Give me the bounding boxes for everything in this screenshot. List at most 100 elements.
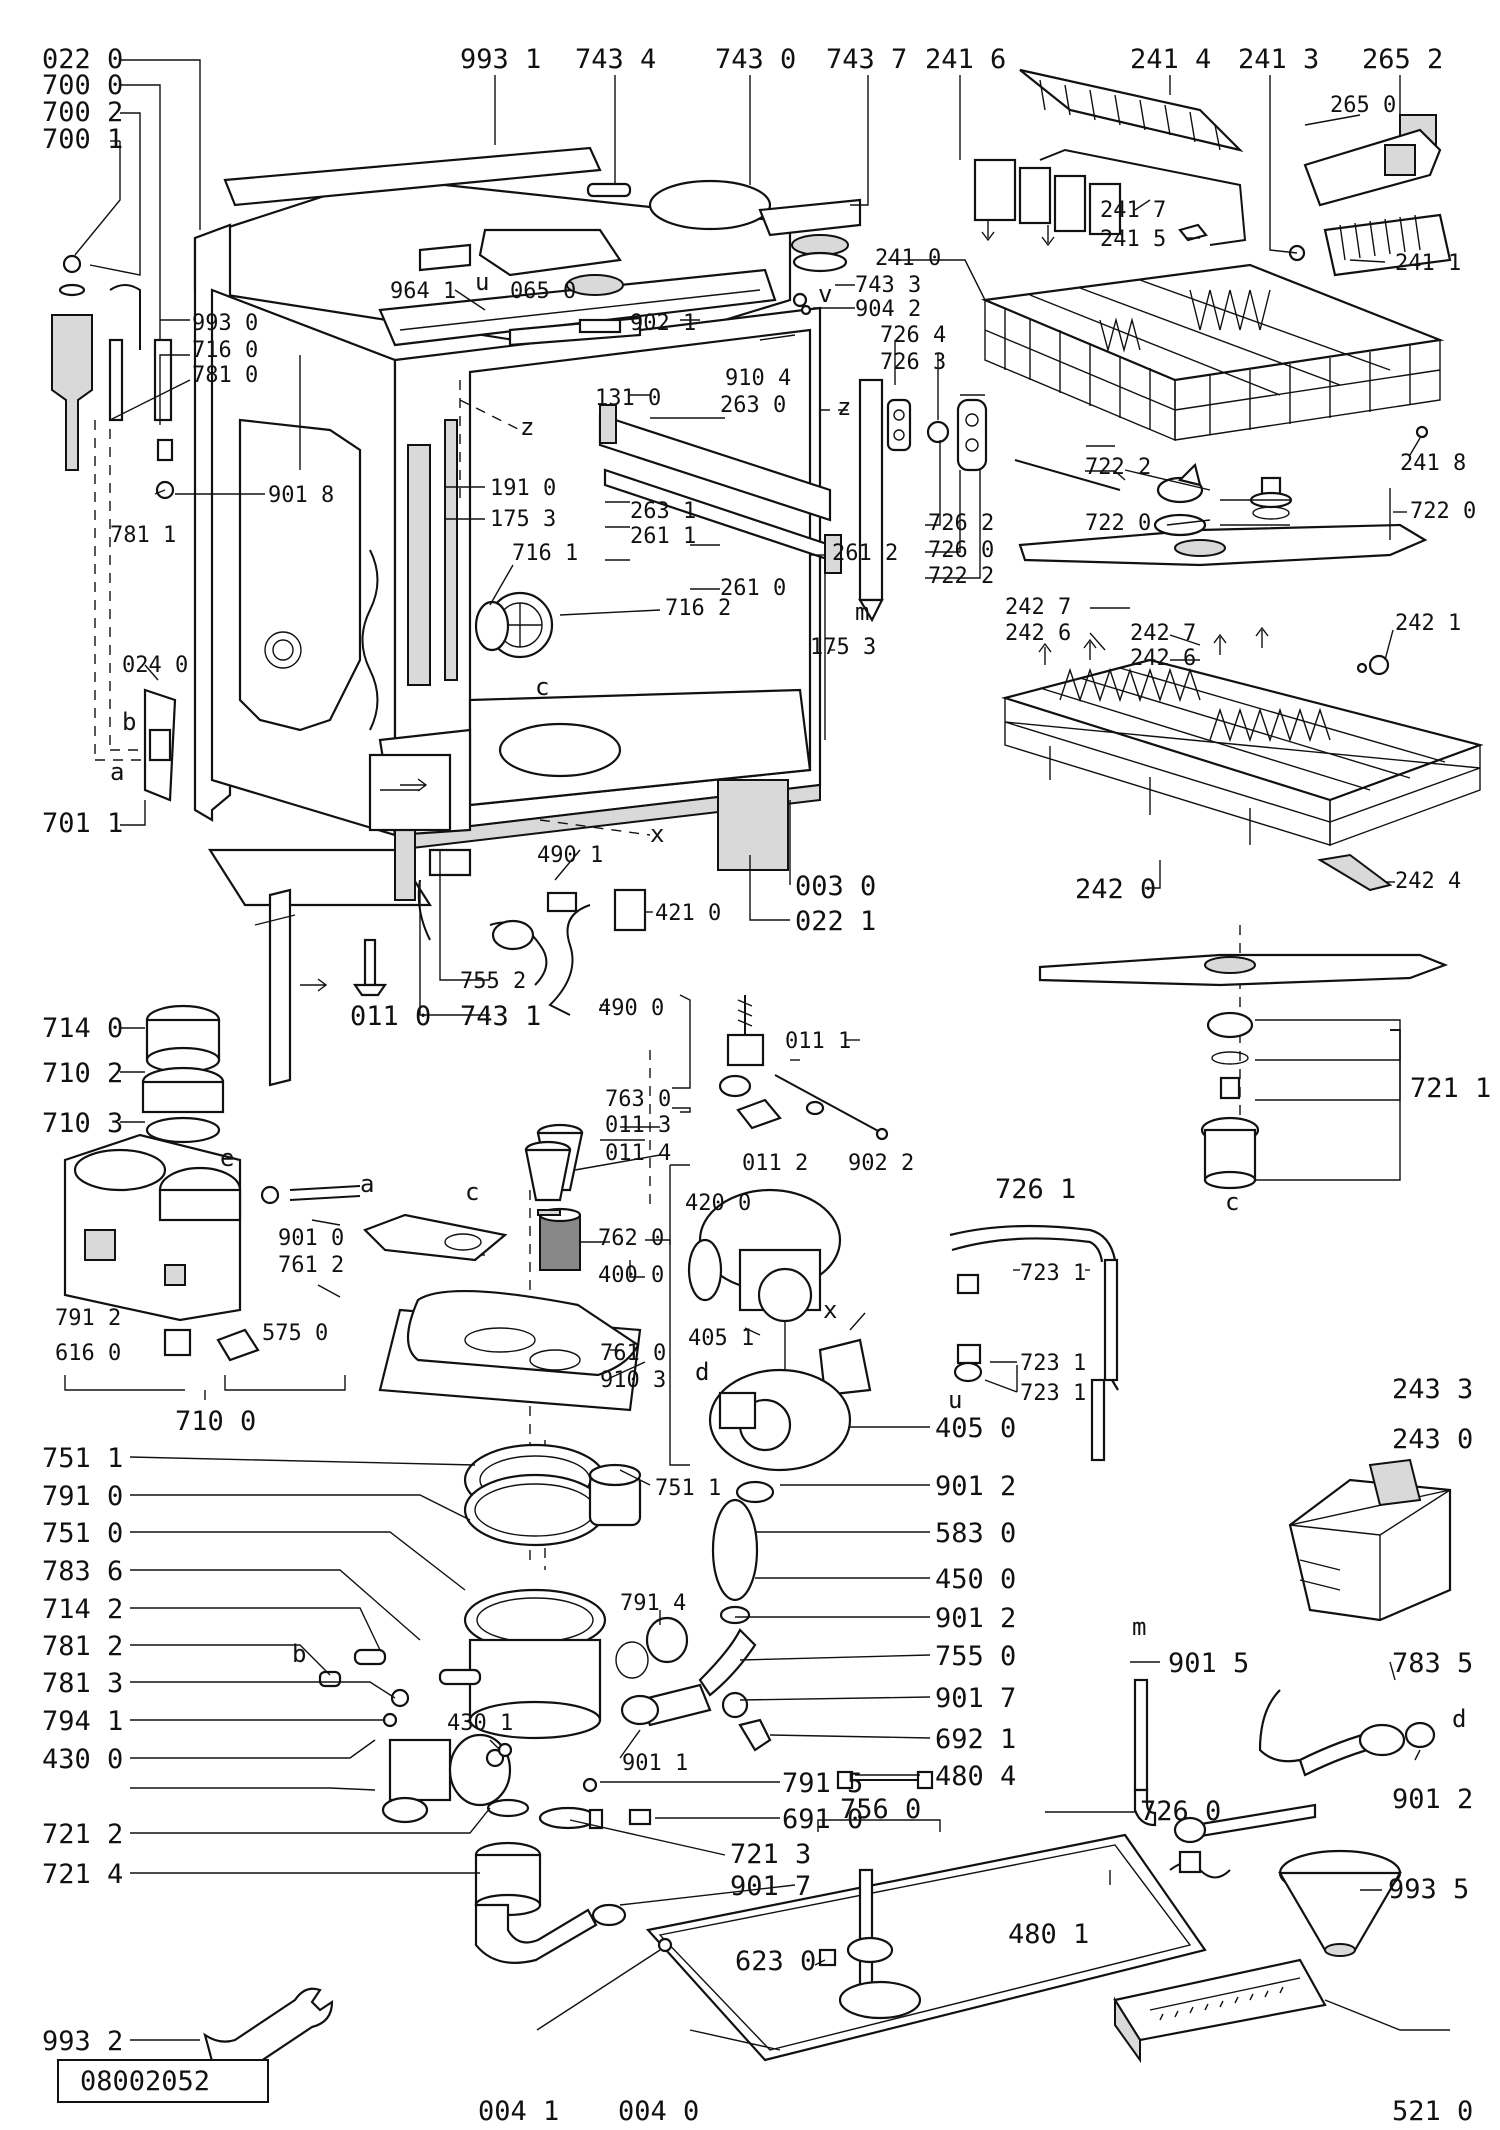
part-label-710-3: 710 3	[42, 1108, 123, 1139]
part-label-691-0: 691 0	[782, 1804, 863, 1835]
part-label-710-0: 710 0	[175, 1406, 256, 1437]
part-label-716-1: 716 1	[512, 541, 578, 566]
water-softener	[63, 1004, 361, 1362]
part-label-700-1: 700 1	[42, 124, 123, 155]
letter-m-2: m	[1132, 1613, 1146, 1641]
letter-b-2: b	[292, 1640, 306, 1668]
part-label-743-3: 743 3	[855, 273, 921, 298]
part-label-901-8: 901 8	[268, 483, 334, 508]
top-parts	[51, 146, 862, 500]
part-label-242-6b: 242 6	[1130, 646, 1196, 671]
part-label-175-3b: 175 3	[810, 635, 876, 660]
part-label-263-1: 263 1	[630, 499, 696, 524]
funnel	[1278, 1849, 1402, 1957]
part-label-241-6: 241 6	[925, 44, 1006, 75]
part-label-011-3: 011 3	[605, 1113, 671, 1138]
arrow-marks	[300, 220, 1269, 992]
part-label-993-2: 993 2	[42, 2026, 123, 2057]
door-hinge-parts	[824, 378, 988, 740]
part-label-265-0: 265 0	[1330, 93, 1396, 118]
part-label-243-3: 243 3	[1392, 1374, 1473, 1405]
part-label-781-0: 781 0	[192, 363, 258, 388]
part-label-700-0: 700 0	[42, 70, 123, 101]
part-label-716-0: 716 0	[192, 338, 258, 363]
part-label-910-3: 910 3	[600, 1368, 666, 1393]
part-label-791-2: 791 2	[55, 1306, 121, 1331]
part-label-722-2a: 722 2	[928, 564, 994, 589]
letter-u-2: u	[948, 1386, 962, 1414]
part-label-751-1b: 751 1	[655, 1476, 721, 1501]
part-label-756-0: 756 0	[840, 1794, 921, 1825]
part-label-723-1a: 723 1	[1020, 1261, 1086, 1286]
part-label-243-0: 243 0	[1392, 1424, 1473, 1455]
filter-parts	[407, 1140, 640, 1377]
part-label-616-0: 616 0	[55, 1341, 121, 1366]
part-label-743-7: 743 7	[826, 44, 907, 75]
letter-v-1: v	[818, 280, 832, 308]
base-plate	[645, 1833, 1327, 2064]
connection-letters: z z u v m b a x c c e a c x d u b m d	[110, 268, 1466, 1733]
part-label-714-0: 714 0	[42, 1013, 123, 1044]
part-label-901-7a: 901 7	[935, 1683, 1016, 1714]
part-label-901-1: 901 1	[622, 1751, 688, 1776]
part-label-131-0: 131 0	[595, 386, 661, 411]
part-label-241-0: 241 0	[875, 246, 941, 271]
part-label-791-5: 791 5	[782, 1768, 863, 1799]
part-label-405-1: 405 1	[688, 1326, 754, 1351]
part-label-901-2c: 901 2	[1392, 1784, 1473, 1815]
part-label-743-0: 743 0	[715, 44, 796, 75]
part-label-721-3: 721 3	[730, 1839, 811, 1870]
part-label-721-2: 721 2	[42, 1819, 123, 1850]
part-label-430-1: 430 1	[447, 1711, 513, 1736]
part-labels: 022 0 700 0 700 2 700 1 993 1 743 4 743 …	[42, 44, 1491, 2127]
sump-assembly	[318, 1123, 934, 1964]
part-label-490-0: 490 0	[598, 996, 664, 1021]
part-label-723-1c: 723 1	[1020, 1381, 1086, 1406]
part-label-692-1: 692 1	[935, 1724, 1016, 1755]
part-label-763-0: 763 0	[605, 1087, 671, 1112]
part-label-726-3: 726 3	[880, 350, 946, 375]
part-label-716-2: 716 2	[665, 596, 731, 621]
letter-x-2: x	[823, 1296, 837, 1324]
part-label-902-2: 902 2	[848, 1151, 914, 1176]
part-label-263-0: 263 0	[720, 393, 786, 418]
part-label-242-7a: 242 7	[1005, 595, 1071, 620]
part-label-701-1: 701 1	[42, 808, 123, 839]
part-label-743-1: 743 1	[460, 1001, 541, 1032]
part-label-261-1: 261 1	[630, 524, 696, 549]
part-label-022-1: 022 1	[795, 906, 876, 937]
letter-a-1: a	[110, 758, 124, 786]
letter-b-1: b	[122, 708, 136, 736]
part-label-910-4: 910 4	[725, 366, 791, 391]
part-label-762-0: 762 0	[598, 1226, 664, 1251]
part-label-723-1b: 723 1	[1020, 1351, 1086, 1376]
part-label-480-4: 480 4	[935, 1761, 1016, 1792]
part-label-993-0: 993 0	[192, 311, 258, 336]
letter-e-1: e	[220, 1144, 234, 1172]
letter-d-1: d	[695, 1358, 709, 1386]
part-label-241-8: 241 8	[1400, 451, 1466, 476]
part-label-700-2: 700 2	[42, 97, 123, 128]
part-label-721-1: 721 1	[1410, 1073, 1491, 1104]
letter-m-1: m	[855, 598, 869, 626]
part-label-261-0: 261 0	[720, 576, 786, 601]
part-label-781-1: 781 1	[110, 523, 176, 548]
letter-x-1: x	[650, 820, 664, 848]
part-label-261-2: 261 2	[832, 541, 898, 566]
part-label-761-2: 761 2	[278, 1253, 344, 1278]
part-label-011-0: 011 0	[350, 1001, 431, 1032]
part-label-902-1: 902 1	[630, 311, 696, 336]
part-label-575-0: 575 0	[262, 1321, 328, 1346]
part-label-743-4: 743 4	[575, 44, 656, 75]
part-label-480-1: 480 1	[1008, 1919, 1089, 1950]
part-label-022-0: 022 0	[42, 44, 123, 75]
letter-z-2: z	[837, 393, 851, 421]
side-plinth	[143, 688, 472, 1087]
part-label-583-0: 583 0	[935, 1518, 1016, 1549]
part-label-722-0b: 722 0	[1410, 499, 1476, 524]
part-label-993-5: 993 5	[1388, 1874, 1469, 1905]
part-label-421-0: 421 0	[655, 901, 721, 926]
part-label-242-7b: 242 7	[1130, 621, 1196, 646]
part-label-065-0: 065 0	[510, 279, 576, 304]
part-label-242-0: 242 0	[1075, 874, 1156, 905]
